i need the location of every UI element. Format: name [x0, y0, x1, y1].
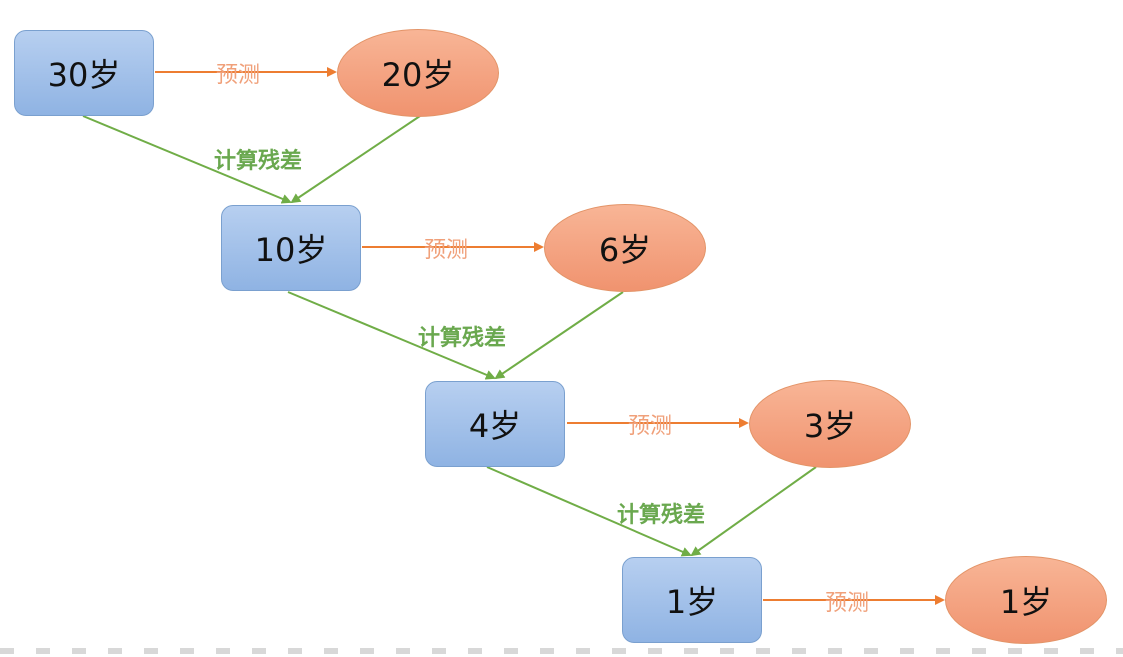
residual-arrow-pred-2 [494, 291, 624, 380]
bottom-dashed-divider [0, 648, 1123, 654]
predict-label-4: 预测 [825, 591, 870, 616]
residual-arrow-actual-2 [287, 291, 496, 380]
predicted-node-3: 3岁 [749, 380, 911, 468]
predict-label-1: 预测 [216, 63, 261, 88]
predict-label-2: 预测 [424, 238, 469, 263]
residual-arrow-actual-1 [82, 115, 292, 204]
actual-node-2: 10岁 [221, 205, 361, 291]
residual-label-2: 计算残差 [418, 326, 507, 351]
actual-node-3: 4岁 [425, 381, 565, 467]
predicted-node-4: 1岁 [945, 556, 1107, 644]
actual-node-4: 1岁 [622, 557, 762, 643]
residual-arrow-pred-1 [290, 115, 421, 204]
residual-arrow-actual-3 [486, 466, 692, 557]
predicted-node-2: 6岁 [544, 204, 706, 292]
residual-arrow-pred-3 [690, 466, 817, 557]
residual-label-1: 计算残差 [214, 149, 303, 174]
predicted-node-1: 20岁 [337, 29, 499, 117]
actual-node-1: 30岁 [14, 30, 154, 116]
predict-label-3: 预测 [628, 414, 673, 439]
residual-label-3: 计算残差 [617, 503, 706, 528]
